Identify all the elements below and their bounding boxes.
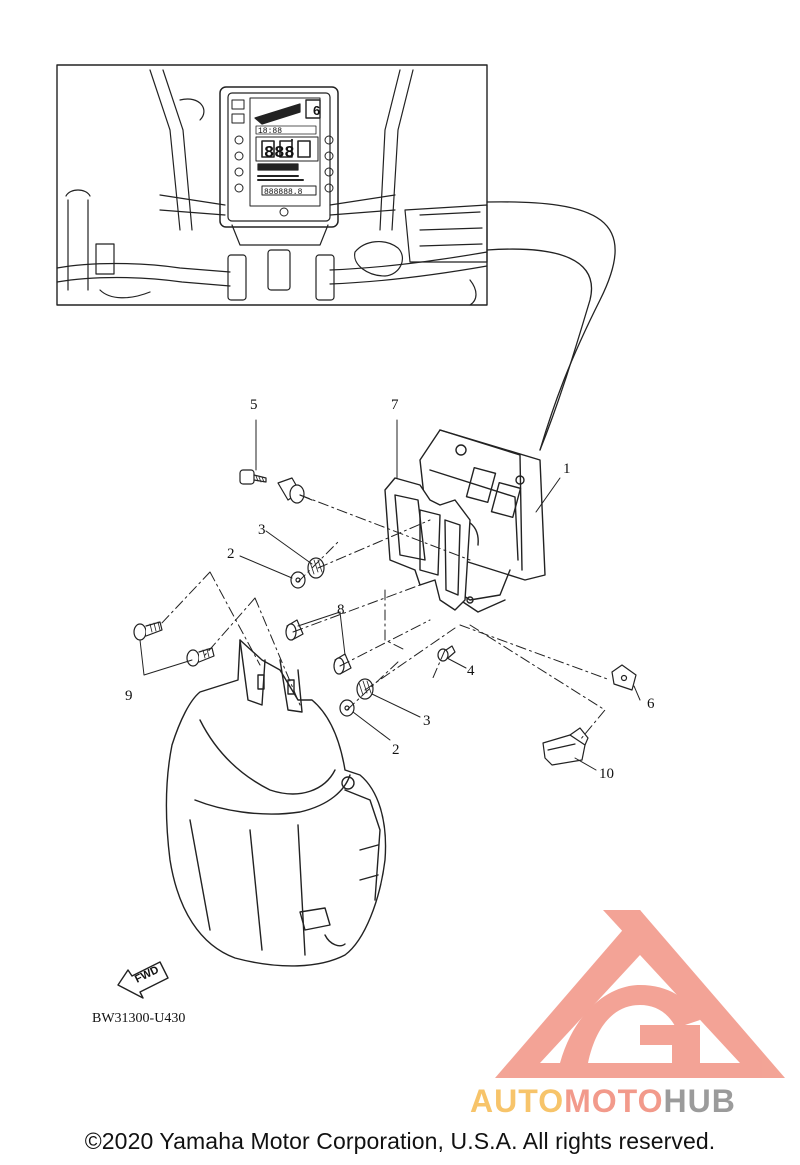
- brand-hub: HUB: [663, 1083, 736, 1119]
- part-4-screw: [437, 645, 456, 662]
- callout-4: 4: [467, 663, 475, 679]
- part-3-grommet-upper: [307, 557, 325, 579]
- fwd-arrow-icon: [117, 961, 169, 999]
- inset-leader-curve: [486, 201, 616, 451]
- drawing-code: BW31300-U430: [92, 1011, 186, 1026]
- brand-auto: AUTO: [470, 1083, 565, 1119]
- callout-6: 6: [647, 696, 655, 712]
- part-7-damper: [384, 477, 471, 611]
- gear-indicator: 6: [313, 103, 320, 118]
- assembly-lines: [159, 494, 611, 741]
- callout-9: 9: [125, 688, 133, 704]
- callout-2-upper: 2: [227, 546, 235, 562]
- part-3-grommet-lower: [356, 678, 374, 700]
- callout-5: 5: [250, 397, 258, 413]
- clock-readout: 18:88: [258, 127, 282, 136]
- odometer-readout: 888888.8: [264, 188, 303, 197]
- callout-7: 7: [391, 397, 399, 413]
- speed-readout: 888: [264, 144, 295, 163]
- part-9-screw-upper: [133, 621, 163, 641]
- collar: [277, 477, 313, 504]
- callout-1: 1: [563, 461, 571, 477]
- meter-inset: [56, 64, 488, 306]
- callout-leaders: [139, 419, 641, 771]
- part-2-nut-upper: [290, 571, 306, 589]
- callout-3-upper: 3: [258, 522, 266, 538]
- watermark-logo: [495, 910, 785, 1078]
- part-10-cover: [542, 727, 589, 766]
- copyright-notice: ©2020 Yamaha Motor Corporation, U.S.A. A…: [84, 1128, 716, 1154]
- callout-3-lower: 3: [423, 713, 431, 729]
- part-2-nut-lower: [339, 699, 355, 717]
- part-8-collar-lower: [333, 653, 352, 675]
- part-9-screw-lower: [186, 647, 215, 667]
- part-5-bolt: [239, 469, 267, 485]
- callout-2-lower: 2: [392, 742, 400, 758]
- part-8-collar-upper: [285, 619, 304, 641]
- part-6-clip: [611, 664, 637, 691]
- callout-10: 10: [599, 766, 614, 782]
- brand-moto: MOTO: [564, 1083, 664, 1119]
- callout-8: 8: [337, 602, 345, 618]
- watermark-brand: AUTOMOTOHUB: [470, 1083, 736, 1120]
- headlight-cowl: [165, 639, 387, 967]
